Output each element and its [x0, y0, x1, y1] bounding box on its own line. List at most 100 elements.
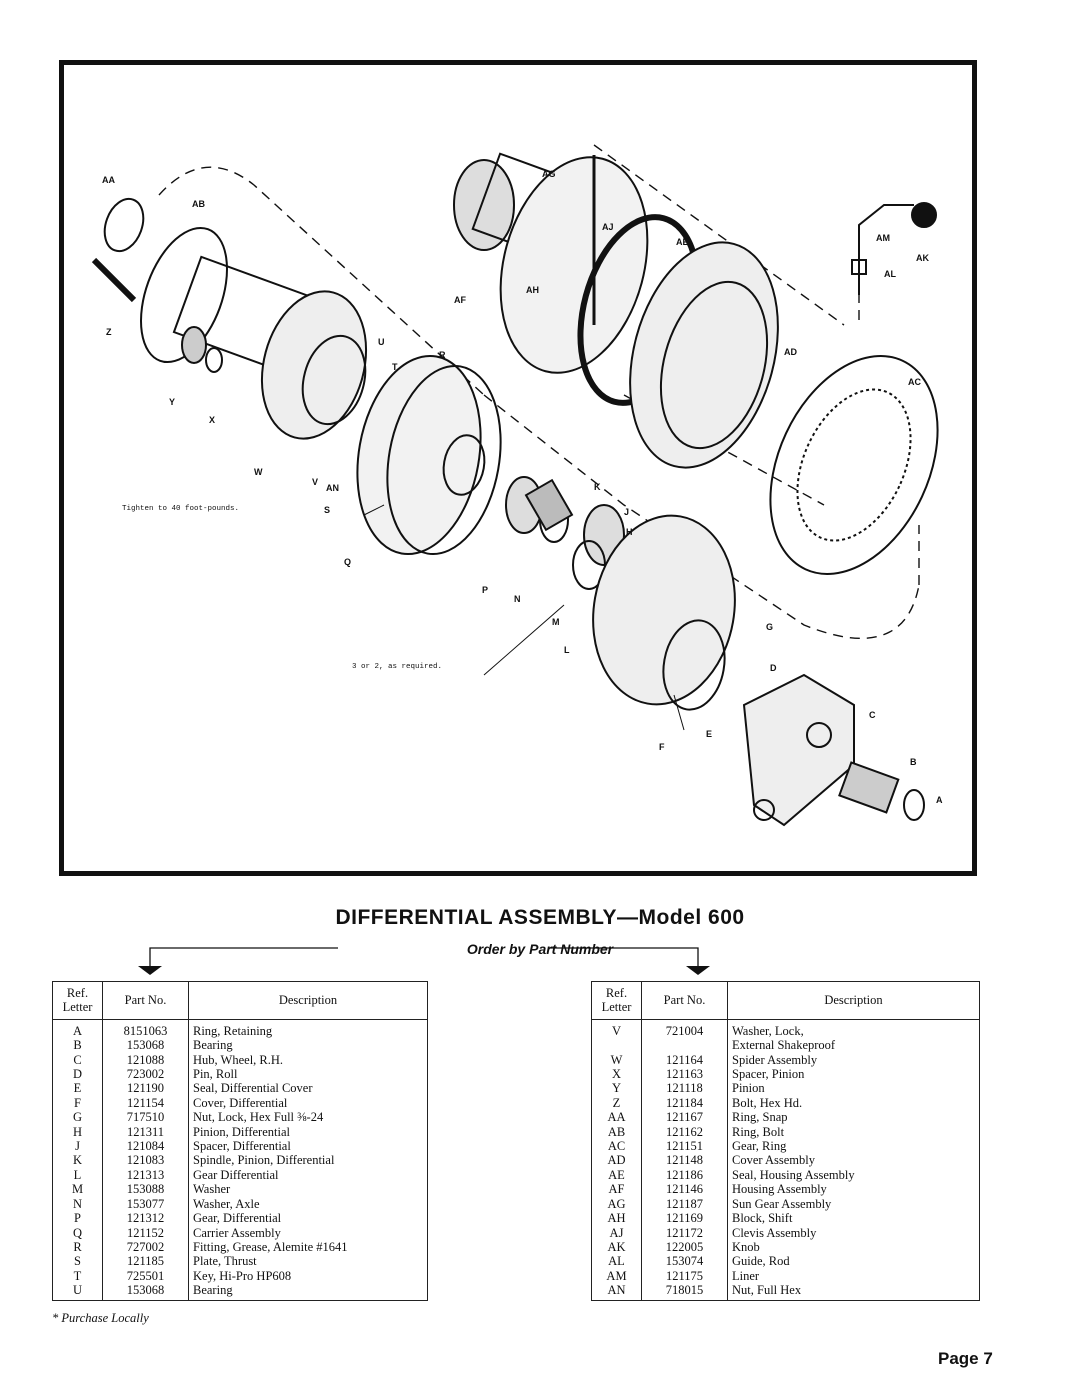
housing-assembly-shape: [499, 156, 649, 374]
description-cell: Gear Differential: [188, 1167, 428, 1183]
part-label-d: D: [770, 663, 777, 673]
description-cell: Nut, Full Hex: [727, 1283, 980, 1301]
part-label-x: X: [209, 415, 215, 425]
description-cell: Key, Hi-Pro HP608: [188, 1268, 428, 1284]
spider-hub-shape: [301, 334, 367, 426]
description-cell: Hub, Wheel, R.H.: [188, 1052, 428, 1068]
part-number-cell: 121118: [641, 1081, 728, 1096]
part-number-cell: 121146: [641, 1182, 728, 1197]
part-number-cell: 121312: [102, 1211, 189, 1226]
carrier-face-shape: [386, 364, 502, 556]
description-cell: Seal, Housing Assembly: [727, 1167, 980, 1183]
order-arrows: [138, 947, 710, 975]
ref-letter-cell: C: [52, 1052, 103, 1068]
exploded-view-drawing: AAABZYXWVANUTSRQPNMLKJHGFEDCBAAGAJAFAHAE…: [91, 144, 943, 827]
ref-letter-cell: AD: [591, 1153, 642, 1168]
ref-letter-cell: Z: [591, 1095, 642, 1111]
part-label-ah: AH: [526, 285, 539, 295]
part-label-k: K: [594, 482, 601, 492]
ref-letter-cell: B: [52, 1038, 103, 1053]
part-label-y: Y: [169, 397, 175, 407]
part-number-cell: 121151: [641, 1139, 728, 1154]
part-label-al: AL: [884, 269, 896, 279]
part-number-cell: 121313: [102, 1167, 189, 1183]
part-no-header: Part No.: [641, 981, 728, 1020]
description-cell: Spindle, Pinion, Differential: [188, 1153, 428, 1168]
part-number-cell: 723002: [102, 1067, 189, 1082]
part-label-n: N: [514, 594, 521, 604]
ref-letter-cell: D: [52, 1067, 103, 1082]
ref-letter-cell: A: [52, 1019, 103, 1039]
part-number-cell: 121185: [102, 1254, 189, 1269]
description-cell: Ring, Bolt: [727, 1124, 980, 1140]
table-row: External Shakeproof: [591, 1038, 980, 1053]
part-number-cell: 121311: [102, 1124, 189, 1140]
part-number-cell: 121163: [641, 1067, 728, 1082]
required-note: 3 or 2, as required.: [352, 663, 442, 671]
description-cell: Guide, Rod: [727, 1254, 980, 1269]
part-label-am: AM: [876, 233, 890, 243]
part-label-aj: AJ: [602, 222, 614, 232]
ref-letter-cell: J: [52, 1139, 103, 1154]
table-header-row: Ref. Letter Part No. Description: [52, 981, 428, 1020]
part-label-ad: AD: [784, 347, 797, 357]
ref-letter-cell: S: [52, 1254, 103, 1269]
ref-letter-cell: AG: [591, 1196, 642, 1212]
ref-letter-cell: L: [52, 1167, 103, 1183]
left-arrow-head: [138, 966, 162, 975]
part-label-f: F: [659, 742, 665, 752]
part-number-cell: 153074: [641, 1254, 728, 1269]
table-header-row: Ref. Letter Part No. Description: [591, 981, 980, 1020]
ref-letter-cell: AE: [591, 1167, 642, 1183]
part-label-b: B: [910, 757, 917, 767]
part-number-cell: 727002: [102, 1239, 189, 1255]
ref-letter-cell: G: [52, 1110, 103, 1125]
ring-bolt-shape: [140, 226, 228, 364]
part-label-r: R: [439, 350, 446, 360]
part-label-an: AN: [326, 483, 339, 493]
part-label-g: G: [766, 622, 773, 632]
ref-letter-cell: [591, 1038, 642, 1053]
part-number-cell: 8151063: [102, 1019, 189, 1039]
description-cell: Ring, Snap: [727, 1110, 980, 1125]
description-cell: Pin, Roll: [188, 1067, 428, 1082]
ref-letter-cell: W: [591, 1052, 642, 1068]
part-number-cell: 121190: [102, 1081, 189, 1096]
part-label-j: J: [624, 507, 629, 517]
ref-letter-cell: K: [52, 1153, 103, 1168]
part-number-cell: 721004: [641, 1019, 728, 1039]
description-cell: Carrier Assembly: [188, 1225, 428, 1240]
part-label-q: Q: [344, 557, 351, 567]
part-number-cell: 121154: [102, 1095, 189, 1111]
right-arrow-head: [686, 966, 710, 975]
description-cell: Bearing: [188, 1283, 428, 1301]
part-label-s: S: [324, 505, 330, 515]
part-number-cell: 153068: [102, 1283, 189, 1301]
ref-letter-cell: N: [52, 1196, 103, 1212]
part-number-cell: 153077: [102, 1196, 189, 1212]
description-cell: Gear, Differential: [188, 1211, 428, 1226]
description-cell: Nut, Lock, Hex Full ⅜-24: [188, 1110, 428, 1125]
description-cell: Fitting, Grease, Alemite #1641: [188, 1239, 428, 1255]
description-cell: Pinion, Differential: [188, 1124, 428, 1140]
part-number-cell: 725501: [102, 1268, 189, 1284]
